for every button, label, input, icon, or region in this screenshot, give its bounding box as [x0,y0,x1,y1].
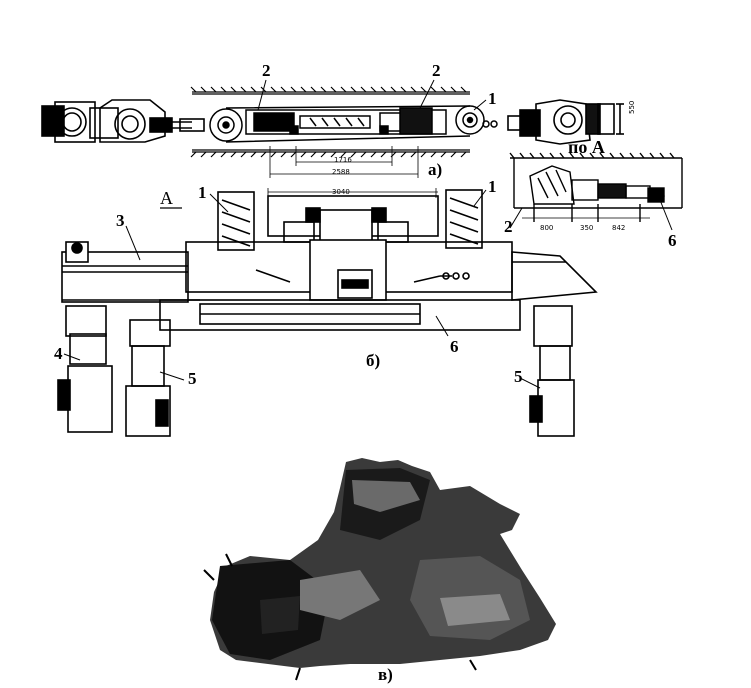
view-b-drawing [57,189,598,437]
view-a-section-label: по А [568,137,605,157]
view-a-dimension-550: 550 [628,100,636,114]
view-a-dimensions [269,146,419,178]
view-a-caption: а) [428,160,443,179]
view-b-leaders [63,188,541,389]
view-b-dimension-3040: 3040 [332,188,350,196]
section-a-callout-2: 2 [504,217,513,236]
photo-c-caption: в) [378,665,393,684]
view-a-leaders [257,79,487,111]
view-b-callout-5-left: 5 [188,369,197,388]
view-b-callout-3: 3 [116,211,125,230]
section-a-drawing [509,152,683,231]
view-b-callout-5-right: 5 [514,367,523,386]
view-b-marker-a: А [160,188,173,208]
view-b-caption: б) [366,351,381,370]
view-b-callout-4: 4 [54,344,63,363]
view-a-rock-line [190,86,470,158]
section-a-dimension-800: 800 [540,224,554,232]
section-a-callout-6: 6 [668,231,677,250]
view-a-callout-2-left: 2 [262,61,271,80]
view-a-dimension-2588: 2588 [332,168,350,176]
section-a-dimension-842: 842 [612,224,626,232]
view-a-right-unit [507,99,624,145]
view-a-conveyor-body [209,105,498,143]
view-a-callout-2-right: 2 [432,61,441,80]
view-b-callout-1-left: 1 [198,183,207,202]
view-a-left-unit [41,99,205,143]
view-a-dimension-1716: 1716 [334,156,352,164]
section-a-dimension-350: 350 [580,224,594,232]
photo-c-image [203,458,556,681]
view-b-callout-1-right: 1 [488,177,497,196]
view-b-callout-6: 6 [450,337,459,356]
view-a-callout-1: 1 [488,89,497,108]
